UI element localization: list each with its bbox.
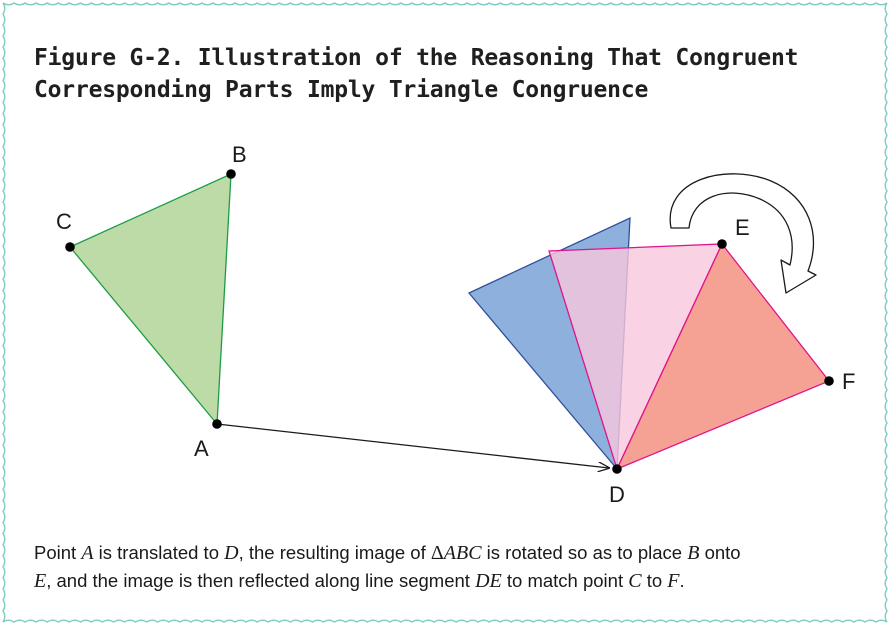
label-c: C — [56, 209, 72, 234]
translation-arrow — [216, 423, 609, 468]
label-d: D — [609, 482, 625, 507]
caption-text-3: , the resulting image of — [238, 542, 431, 563]
caption-text-6: , and the image is then reflected along … — [46, 570, 476, 591]
triangle-def — [615, 242, 831, 471]
label-e: E — [735, 215, 750, 240]
caption-text-5: onto — [699, 542, 741, 563]
caption-var-de: DE — [475, 570, 502, 592]
caption-text-2: is translated to — [93, 542, 225, 563]
triangle-abc — [68, 172, 232, 426]
figure-title-line-2: Corresponding Parts Imply Triangle Congr… — [34, 77, 649, 103]
caption-text-9: . — [679, 570, 685, 591]
label-f: F — [842, 369, 855, 394]
caption-var-e: E — [34, 570, 47, 592]
caption-text-1: Point — [34, 542, 82, 563]
point-e — [717, 239, 727, 249]
rotation-arrow — [669, 173, 817, 294]
caption-text-7: to match point — [501, 570, 629, 591]
caption-text-8: to — [641, 570, 668, 591]
point-b — [226, 169, 236, 179]
caption-var-abc: ABC — [443, 542, 482, 564]
figure-title: Figure G-2. Illustration of the Reasonin… — [34, 42, 864, 106]
point-d — [612, 464, 622, 474]
figure-title-line-1: Figure G-2. Illustration of the Reasonin… — [34, 45, 799, 71]
caption-var-a: A — [81, 542, 94, 564]
caption-var-f: F — [667, 570, 680, 592]
caption-var-d: D — [224, 542, 239, 564]
caption-var-b: B — [687, 542, 700, 564]
caption-var-c: C — [628, 570, 642, 592]
point-f — [824, 376, 834, 386]
label-a: A — [194, 436, 209, 461]
caption-triangle-symbol: Δ — [430, 542, 444, 564]
figure-caption: Point A is translated to D, the resultin… — [34, 539, 874, 595]
point-c — [65, 242, 75, 252]
label-b: B — [232, 142, 247, 167]
point-a — [212, 419, 222, 429]
caption-text-4: is rotated so as to place — [481, 542, 688, 563]
